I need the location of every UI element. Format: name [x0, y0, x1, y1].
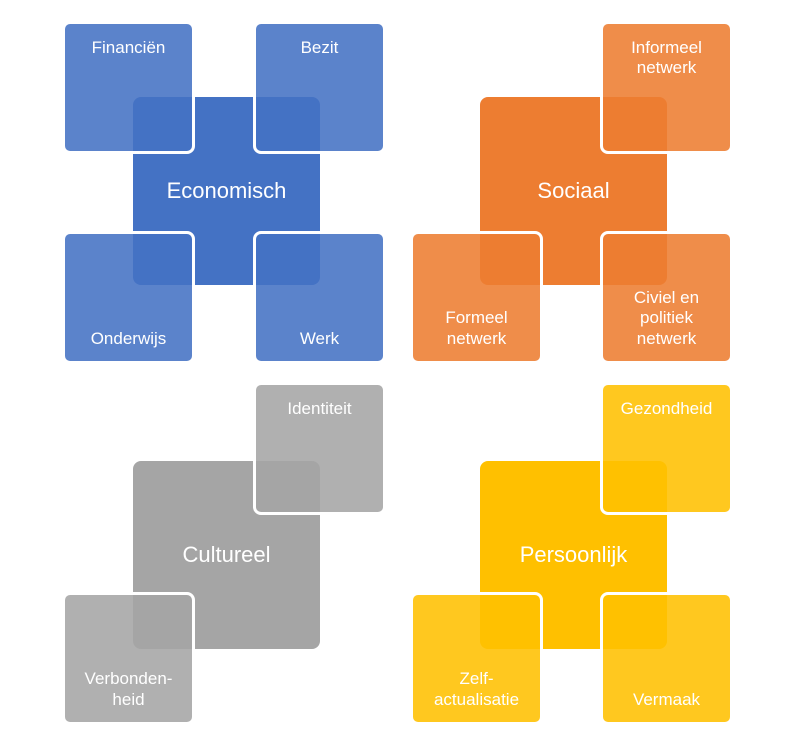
- economisch-label: Economisch: [166, 177, 287, 203]
- zelfactualisatie-label-line1: Zelf-: [459, 669, 494, 689]
- vermaak-label: Vermaak: [632, 689, 701, 709]
- onderwijs-label: Onderwijs: [90, 328, 167, 348]
- bezit-label: Bezit: [300, 38, 339, 57]
- sociaal-informeel-box: Informeel netwerk: [600, 21, 733, 154]
- formeel-label-line1: Formeel: [445, 308, 508, 328]
- economisch-financien-box: Financiën: [62, 21, 195, 154]
- gezondheid-label: Gezondheid: [620, 399, 713, 418]
- persoonlijk-vermaak-box: Vermaak: [600, 592, 733, 725]
- werk-label: Werk: [299, 328, 340, 348]
- formeel-label-line2: netwerk: [446, 328, 507, 348]
- informeel-label-line2: netwerk: [636, 58, 697, 78]
- persoonlijk-gezondheid-box: Gezondheid: [600, 382, 733, 515]
- financien-label: Financiën: [91, 38, 166, 57]
- identiteit-label: Identiteit: [287, 399, 352, 418]
- persoonlijk-zelfactualisatie-box: Zelf- actualisatie: [410, 592, 543, 725]
- cultureel-label: Cultureel: [182, 541, 271, 567]
- verbondenheid-label-line1: Verbonden-: [84, 669, 173, 689]
- verbondenheid-label-line2: heid: [112, 689, 145, 709]
- persoonlijk-label: Persoonlijk: [519, 541, 628, 567]
- civiel-label-line2: politiek: [640, 308, 693, 328]
- sociaal-civiel-box: Civiel en politiek netwerk: [600, 231, 733, 364]
- sociaal-label: Sociaal: [537, 177, 610, 203]
- sociaal-formeel-box: Formeel netwerk: [410, 231, 543, 364]
- civiel-label-line1: Civiel en: [633, 287, 700, 307]
- economisch-werk-box: Werk: [253, 231, 386, 364]
- civiel-label-line3: netwerk: [636, 328, 697, 348]
- informeel-label-line1: Informeel: [631, 38, 702, 57]
- economisch-bezit-box: Bezit: [253, 21, 386, 154]
- economisch-onderwijs-box: Onderwijs: [62, 231, 195, 364]
- zelfactualisatie-label-line2: actualisatie: [433, 689, 520, 709]
- cultureel-identiteit-box: Identiteit: [253, 382, 386, 515]
- cultureel-verbondenheid-box: Verbonden- heid: [62, 592, 195, 725]
